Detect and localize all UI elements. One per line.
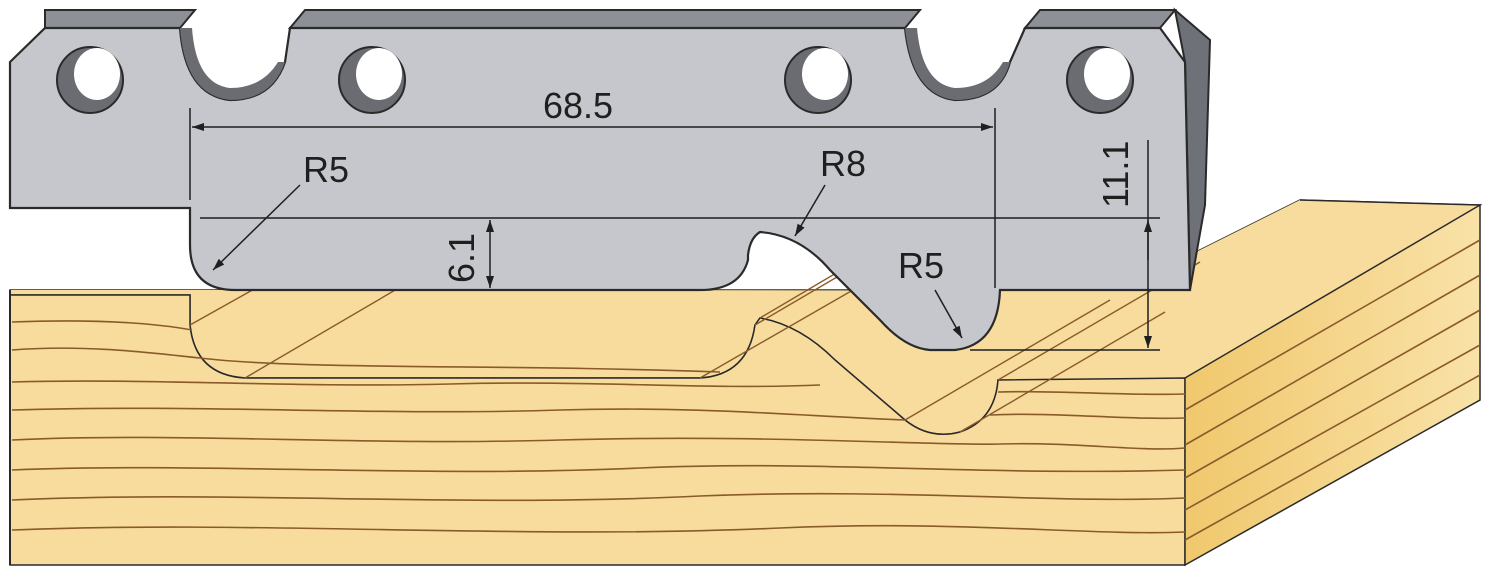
knife-cutout-right: [905, 28, 1010, 100]
wood-top-back: [10, 200, 1480, 380]
radius-right-label: R5: [898, 245, 944, 286]
dimensions: [189, 108, 1160, 351]
radius-middle-leader: [794, 184, 826, 237]
width-label: 68.5: [543, 85, 613, 126]
profile-knife: [8, 7, 1212, 352]
mounting-hole: [56, 46, 124, 114]
knife-top-surface: [44, 9, 1178, 29]
depth-left-label: 6.1: [441, 233, 482, 283]
radius-left-label: R5: [303, 149, 349, 190]
knife-right-bevel: [1173, 7, 1212, 291]
wood-block: [9, 199, 1483, 567]
knife-cutout-left: [180, 28, 285, 100]
depth-right-label: 11.1: [1095, 141, 1136, 208]
wood-grain-side: [1184, 239, 1481, 541]
radius-right-leader: [934, 289, 963, 339]
mounting-hole: [338, 46, 406, 114]
radius-left-leader: [212, 184, 301, 271]
radius-middle-label: R8: [820, 143, 866, 184]
wood-grain-front: [11, 320, 1186, 534]
knife-holes: [56, 46, 1134, 114]
mounting-hole: [784, 46, 852, 114]
mounting-hole: [1066, 46, 1134, 114]
wood-side-face: [1184, 203, 1481, 567]
